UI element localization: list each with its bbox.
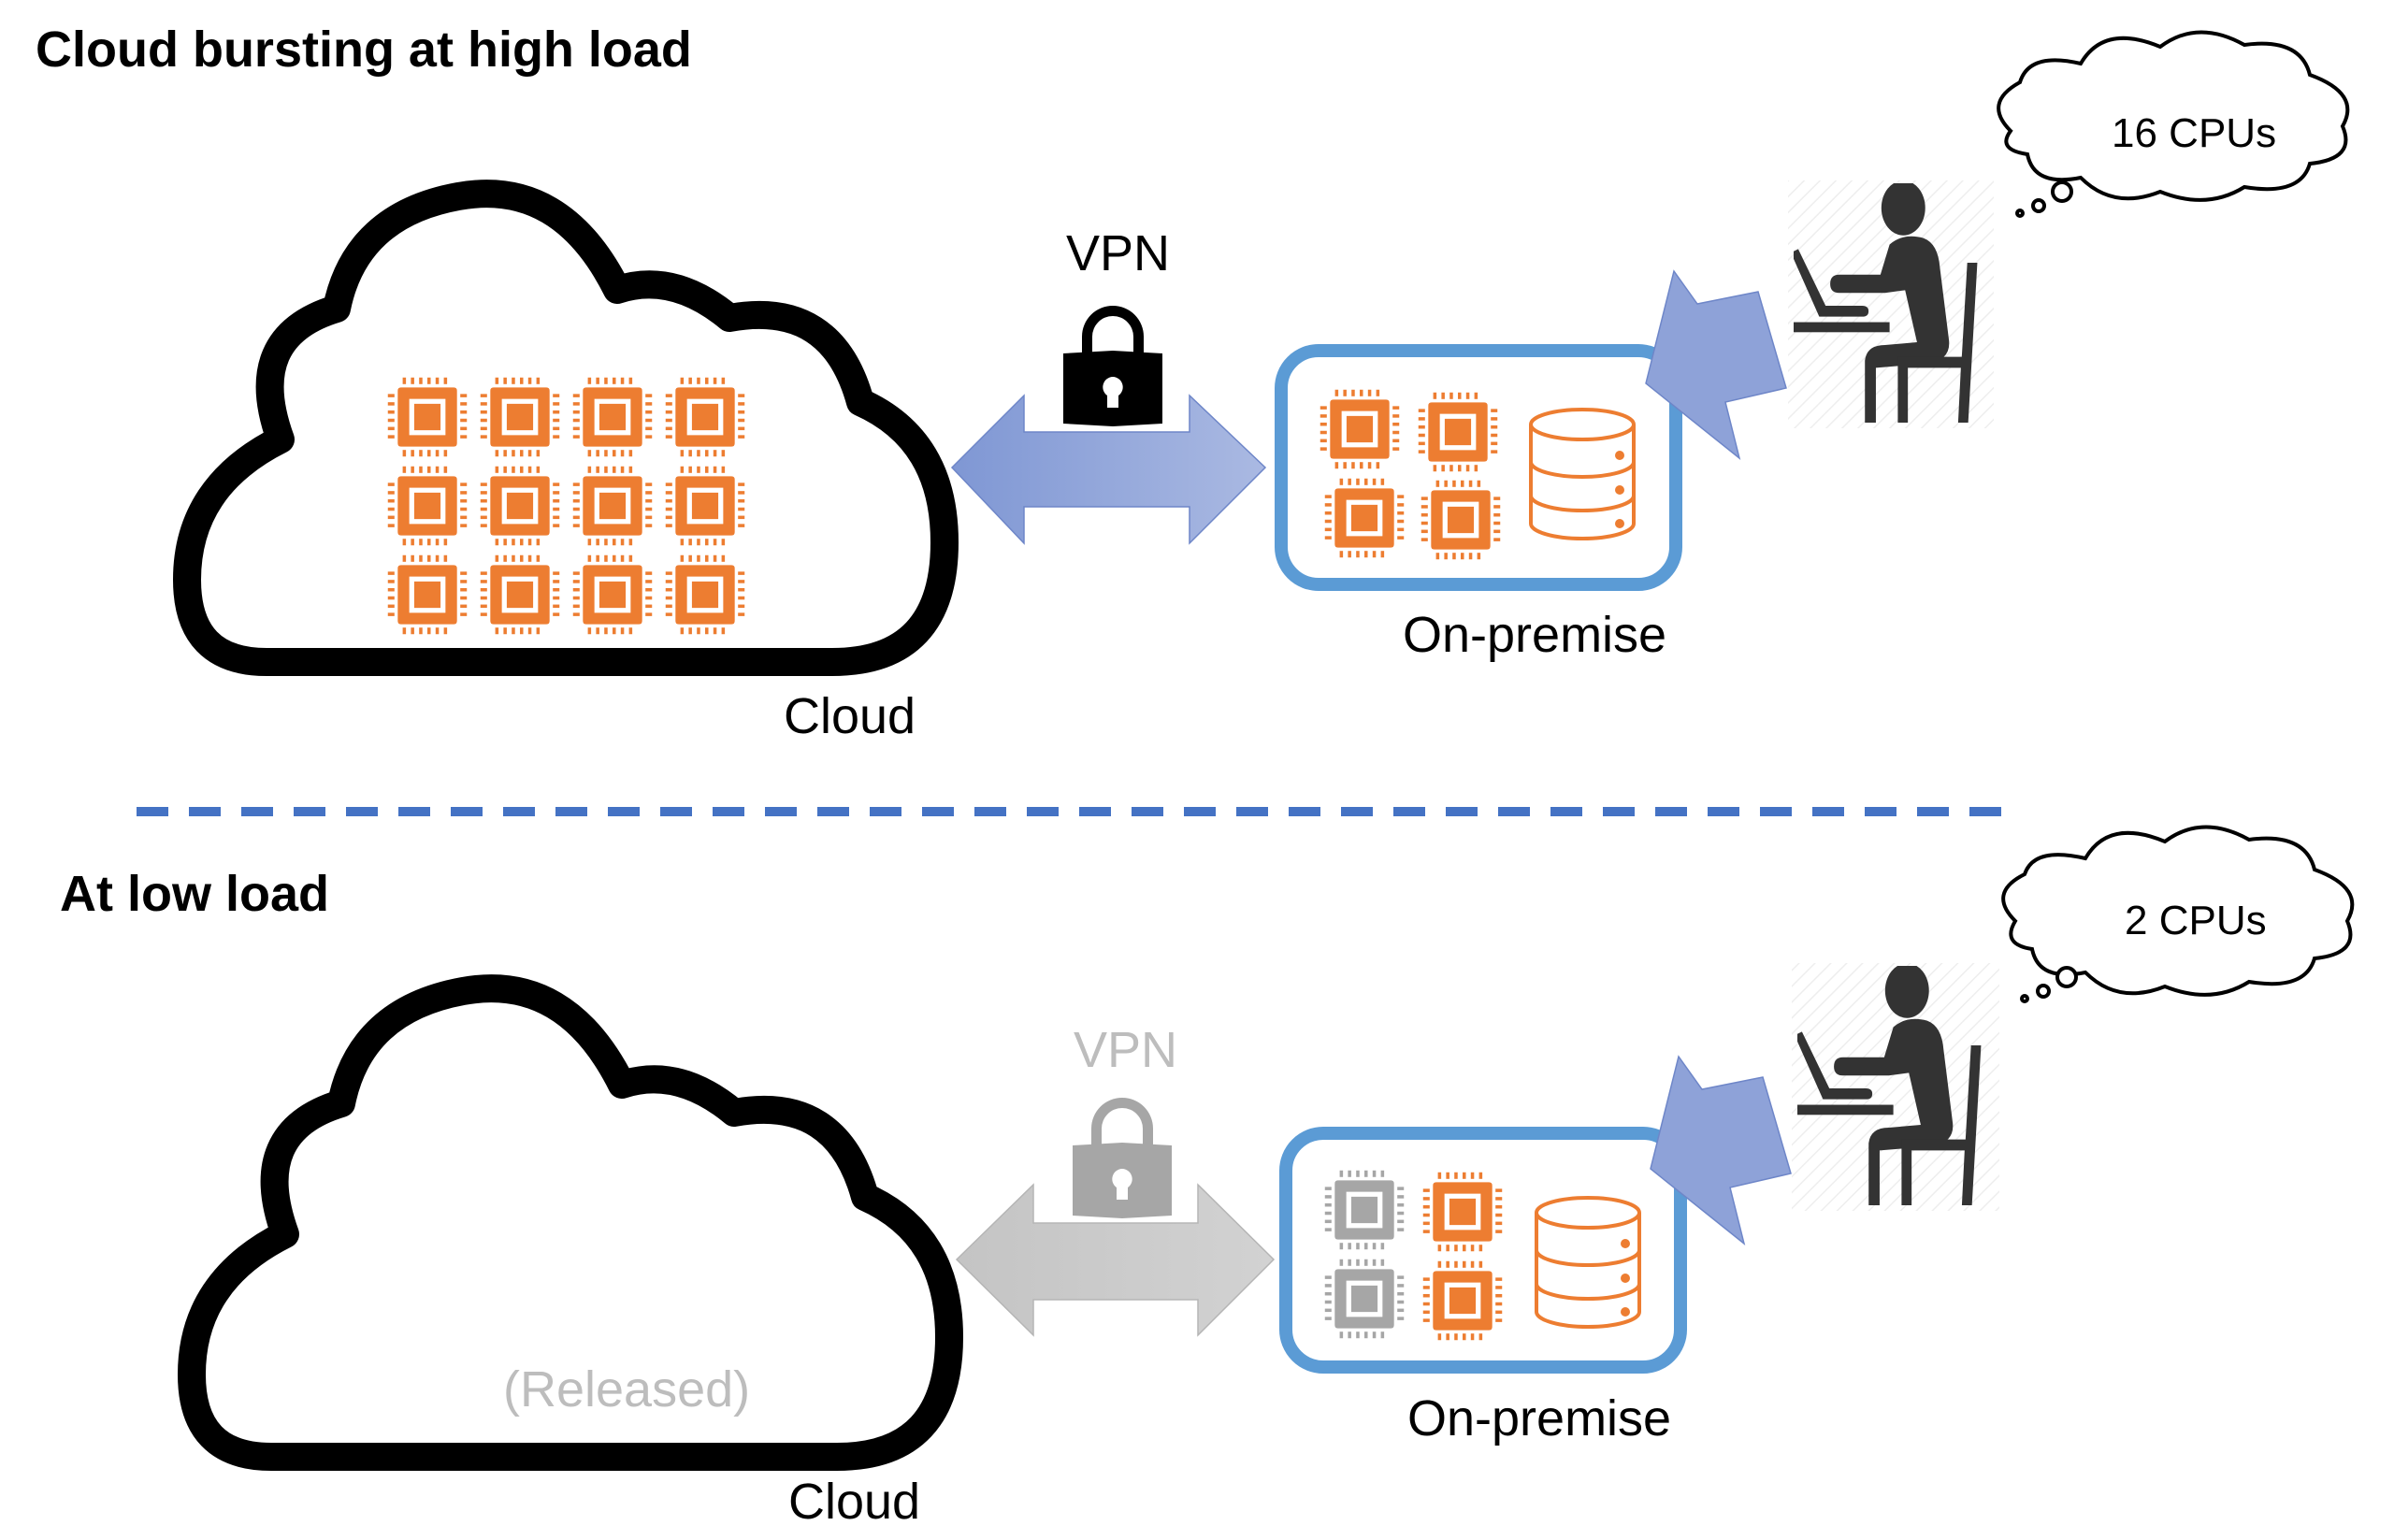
high-load-diagram: [173, 30, 2350, 676]
thought-text: 2 CPUs: [2125, 898, 2267, 943]
vpn-label-inactive: VPN: [1074, 1022, 1178, 1078]
padlock-icon: [1073, 1098, 1172, 1218]
cpu-chip-icon: [1422, 1172, 1503, 1252]
cloud-outline-icon: [178, 974, 963, 1471]
on-premise-label: On-premise: [1407, 1390, 1672, 1446]
cloud-outline-icon: [173, 180, 959, 676]
cpu-chip-icon: [1422, 1260, 1503, 1341]
double-arrow-icon: [950, 394, 1267, 545]
cpu-chip-icon-idle: [1324, 1259, 1405, 1339]
on-premise-box: [1279, 1127, 1687, 1374]
thought-bubble-icon: [2001, 825, 2355, 1003]
arrow-icon: [1645, 269, 1787, 460]
double-arrow-icon: [955, 1183, 1276, 1337]
released-status: (Released): [503, 1361, 751, 1418]
thought-bubble-icon: [1997, 30, 2350, 218]
cpu-chip-icon-idle: [1324, 1170, 1405, 1250]
vpn-label: VPN: [1066, 225, 1171, 281]
low-load-title: At low load: [60, 866, 329, 922]
cloud-label: Cloud: [788, 1474, 921, 1530]
thought-text: 16 CPUs: [2112, 110, 2277, 156]
on-premise-label: On-premise: [1403, 607, 1667, 663]
arrow-icon: [1650, 1055, 1792, 1245]
cloud-label: Cloud: [784, 688, 916, 744]
high-load-title: Cloud bursting at high load: [36, 22, 692, 78]
